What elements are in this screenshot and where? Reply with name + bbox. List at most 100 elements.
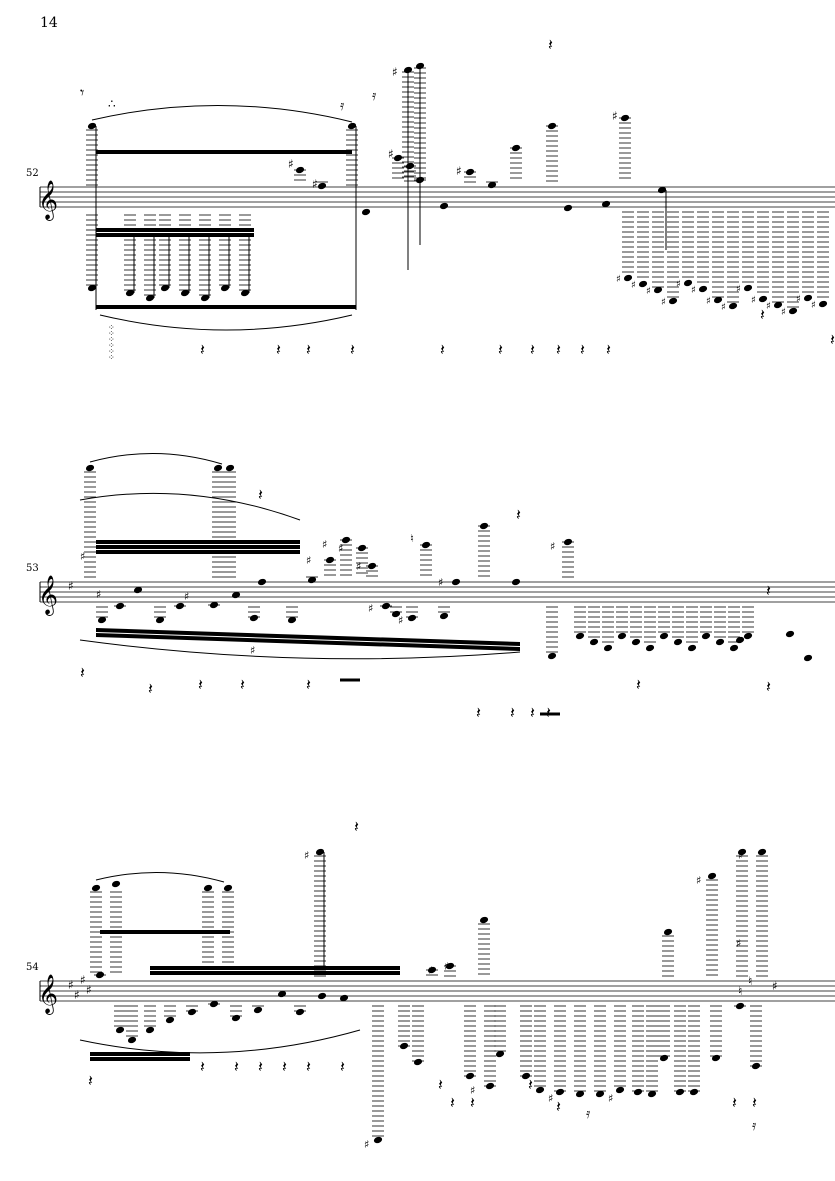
quarter-rest: 𝄽 xyxy=(354,817,359,836)
notehead xyxy=(683,279,693,287)
notehead xyxy=(180,289,190,297)
sharp-accidental: ♯ xyxy=(706,296,711,307)
sharp-accidental: ♯ xyxy=(811,300,816,311)
notehead xyxy=(633,1088,643,1096)
notehead xyxy=(818,300,828,308)
notehead xyxy=(339,994,349,1002)
notehead xyxy=(617,632,627,640)
dots: ∴ xyxy=(108,97,116,111)
notehead xyxy=(803,654,813,662)
notehead xyxy=(631,638,641,646)
quarter-rest: 𝄽 xyxy=(350,340,355,359)
notehead xyxy=(187,1008,197,1016)
notehead xyxy=(225,464,235,472)
key-signature-sharp: ♯ xyxy=(74,988,80,1002)
sharp-accidental: ♯ xyxy=(456,164,462,178)
notehead xyxy=(373,1136,383,1144)
notehead xyxy=(803,294,813,302)
sharp-accidental: ♯ xyxy=(428,964,433,977)
sharp-accidental: ♯ xyxy=(80,550,85,563)
notehead xyxy=(659,632,669,640)
slur xyxy=(79,492,301,521)
notehead xyxy=(487,181,497,189)
sharp-accidental: ♯ xyxy=(438,576,443,589)
notehead xyxy=(623,274,633,282)
sharp-accidental: ♯ xyxy=(721,302,726,313)
notehead xyxy=(347,122,357,130)
notehead xyxy=(145,294,155,302)
sharp-accidental: ♯ xyxy=(751,295,756,306)
notehead xyxy=(758,295,768,303)
notehead xyxy=(85,464,95,472)
notehead xyxy=(315,848,325,856)
sharp-accidental: ♯ xyxy=(736,284,741,295)
treble-clef: 𝄞 xyxy=(38,180,58,221)
sharp-accidental: ♯ xyxy=(398,614,403,627)
notehead xyxy=(203,884,213,892)
slur xyxy=(79,639,521,660)
notehead xyxy=(91,884,101,892)
sharp-accidental: ♯ xyxy=(96,588,101,601)
notehead xyxy=(563,204,573,212)
quarter-rest: 𝄽 xyxy=(306,675,311,694)
notehead xyxy=(127,1036,137,1044)
beam xyxy=(96,550,300,554)
sharp-accidental: ♯ xyxy=(608,1092,613,1105)
notehead xyxy=(479,916,489,924)
key-signature-sharp: ♯ xyxy=(80,973,86,987)
key-signature-sharp: ♯ xyxy=(68,978,74,992)
notehead xyxy=(575,1090,585,1098)
notehead xyxy=(155,616,165,624)
beam xyxy=(90,1052,190,1056)
sharp-accidental: ♯ xyxy=(548,1092,553,1105)
sharp-accidental: ♯ xyxy=(444,960,449,973)
beam xyxy=(150,966,400,970)
slur xyxy=(79,1029,361,1054)
notehead xyxy=(403,66,413,74)
quarter-rest: 𝄽 xyxy=(530,703,535,722)
notehead xyxy=(249,614,259,622)
sharp-accidental: ♯ xyxy=(772,979,778,993)
quarter-rest: 𝄽 xyxy=(732,1093,737,1112)
quarter-rest: 𝄽 xyxy=(80,663,85,682)
treble-clef: 𝄞 xyxy=(38,974,58,1015)
natural-accidental: ♮ xyxy=(410,532,414,545)
notehead xyxy=(133,586,143,594)
sharp-accidental: ♯ xyxy=(368,602,373,615)
eighth-rest: 𝄾 xyxy=(80,83,84,102)
notehead xyxy=(707,872,717,880)
notehead xyxy=(295,1008,305,1016)
notehead xyxy=(601,200,611,208)
notehead xyxy=(729,644,739,652)
beam xyxy=(150,971,400,975)
notehead xyxy=(653,286,663,294)
notehead xyxy=(413,1058,423,1066)
notehead xyxy=(659,1054,669,1062)
quarter-rest: 𝄽 xyxy=(636,675,641,694)
sharp-accidental: ♯ xyxy=(738,849,743,862)
quarter-rest: 𝄽 xyxy=(528,1075,533,1094)
notehead xyxy=(668,297,678,305)
notehead xyxy=(675,1088,685,1096)
notehead xyxy=(737,848,747,856)
sixteenth-rest: 𝄿 xyxy=(372,88,377,104)
notehead xyxy=(317,992,327,1000)
notehead xyxy=(253,1006,263,1014)
sharp-accidental: ♯ xyxy=(676,279,681,290)
quarter-rest: 𝄽 xyxy=(752,1093,757,1112)
notehead xyxy=(277,990,287,998)
sharp-accidental: ♯ xyxy=(696,874,701,887)
quarter-rest: 𝄽 xyxy=(556,1097,561,1116)
quarter-rest: 𝄽 xyxy=(606,340,611,359)
sharp-accidental: ♯ xyxy=(661,297,666,308)
notehead xyxy=(743,632,753,640)
notehead xyxy=(439,612,449,620)
sharp-accidental: ♯ xyxy=(312,177,318,191)
notehead xyxy=(87,122,97,130)
tie xyxy=(99,314,353,331)
notehead xyxy=(115,1026,125,1034)
quarter-rest: 𝄽 xyxy=(516,505,521,524)
sharp-accidental: ♯ xyxy=(616,274,621,285)
notehead xyxy=(200,294,210,302)
quarter-rest: 𝄽 xyxy=(88,1071,93,1090)
